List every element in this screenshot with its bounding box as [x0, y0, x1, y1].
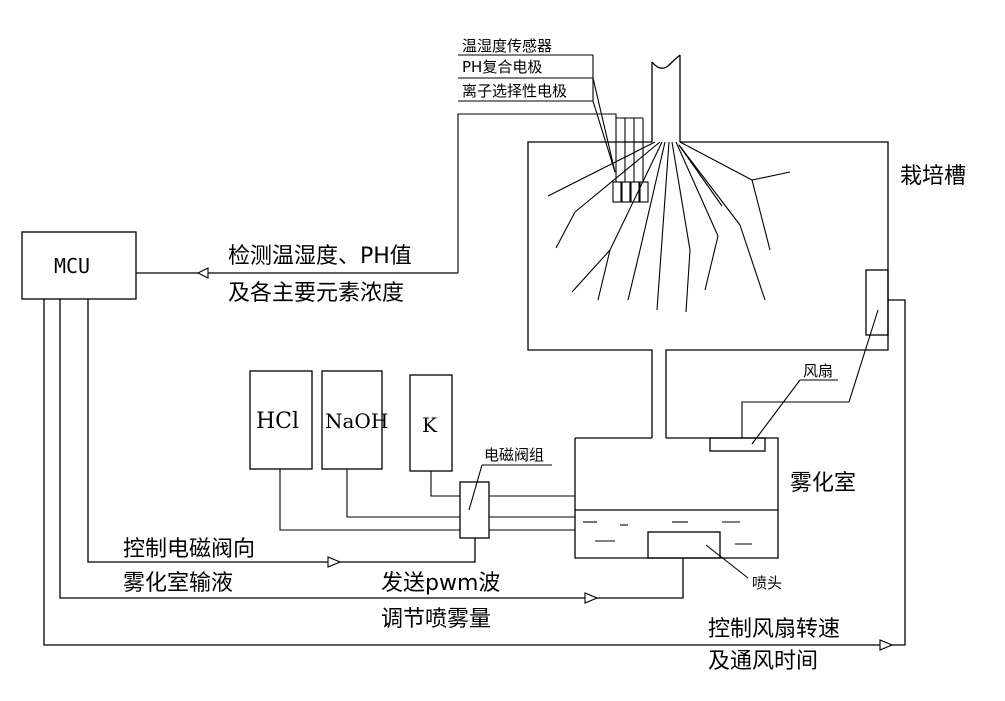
control-labels: 控制电磁阀向 雾化室输液 发送pwm波 调节喷雾量 控制风扇转速 及通风时间	[123, 537, 840, 674]
hcl-label: HCl	[256, 409, 299, 434]
pwm-label-1: 发送pwm波	[381, 571, 500, 596]
naoh-tank	[321, 370, 383, 470]
plant-roots	[547, 141, 791, 313]
hcl-tank	[249, 370, 313, 470]
valve-group-label: 电磁阀组	[484, 446, 544, 464]
valve-group: 电磁阀组	[459, 446, 552, 539]
pipes	[279, 469, 575, 531]
sensor-ph-label: PH复合电极	[462, 58, 542, 76]
fan: 风扇	[709, 309, 879, 452]
detect-label-2: 及各主要元素浓度	[228, 281, 404, 306]
plant-stem	[651, 54, 681, 142]
control-lines	[43, 299, 906, 651]
cultivation-tank: 栽培槽	[527, 141, 966, 438]
sensor-labels: 温湿度传感器 PH复合电极 离子选择性电极	[458, 37, 616, 173]
fan-control-label-1: 控制风扇转速	[708, 617, 840, 642]
fan-label: 风扇	[803, 362, 833, 380]
detect-signal: 检测温湿度、PH值 及各主要元素浓度	[136, 244, 458, 306]
naoh-label: NaOH	[325, 409, 388, 433]
tank-label: 栽培槽	[900, 164, 966, 189]
chamber-label: 雾化室	[790, 471, 856, 496]
sensor-probes	[457, 113, 649, 273]
chemical-tanks: HCl NaOH K	[249, 370, 453, 472]
mcu-block: MCU	[21, 231, 137, 300]
valve-control-label-1: 控制电磁阀向	[123, 537, 255, 562]
mcu-label: MCU	[54, 254, 90, 278]
detect-label-1: 检测温湿度、PH值	[228, 244, 412, 269]
valve-control-label-2: 雾化室输液	[123, 571, 233, 596]
nozzle: 喷头	[647, 531, 782, 592]
tank-sensor-box	[865, 269, 889, 336]
k-label: K	[422, 413, 438, 437]
atomization-chamber: 雾化室	[574, 437, 856, 559]
fan-control-label-2: 及通风时间	[708, 649, 818, 674]
nozzle-label: 喷头	[752, 574, 782, 592]
sensor-ion-label: 离子选择性电极	[462, 82, 567, 100]
sensor-temp-humidity-label: 温湿度传感器	[462, 37, 552, 55]
pwm-label-2: 调节喷雾量	[381, 607, 491, 632]
